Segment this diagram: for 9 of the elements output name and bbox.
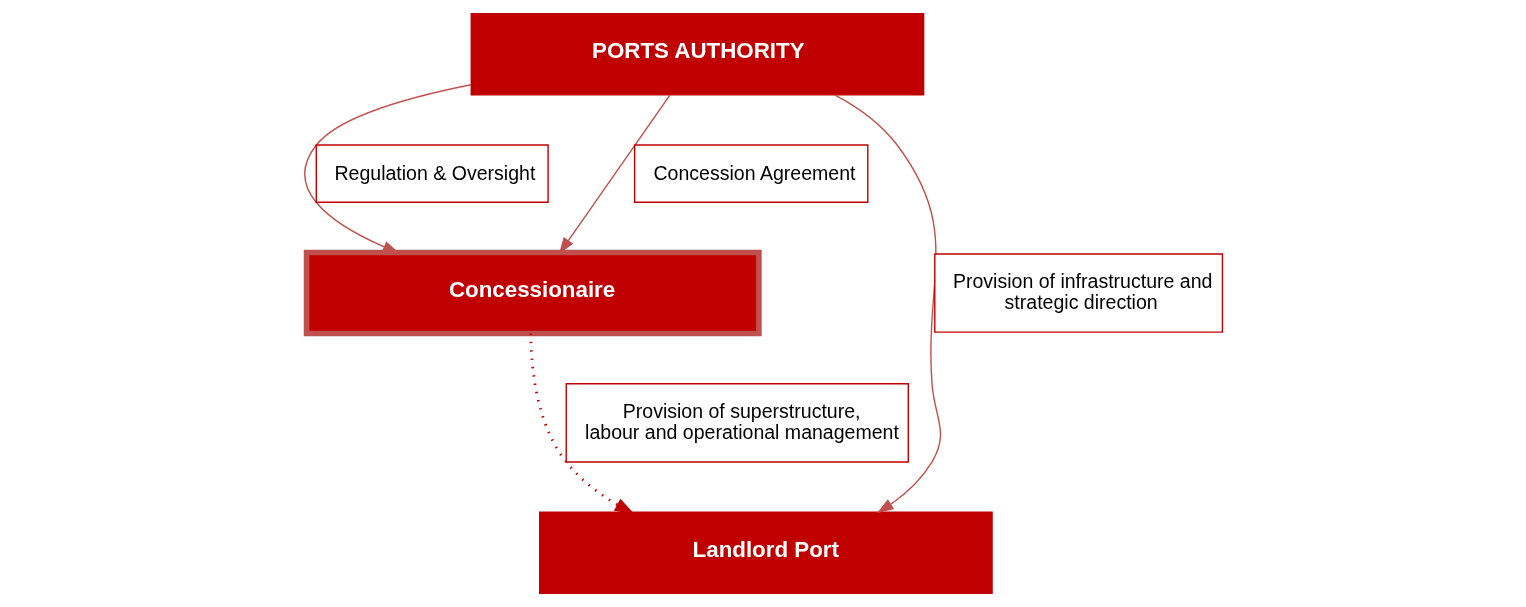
- arrow: [528, 333, 634, 515]
- edge-label: Provision of superstructure, labour and operational management: [584, 399, 899, 443]
- node-box: PORTS AUTHORITY: [470, 13, 924, 96]
- edge-label: Provision of infrastructure and strategic direction: [952, 269, 1212, 313]
- edge-label: Concession Agreement: [652, 161, 855, 184]
- edge-label: Regulation & Oversight: [333, 161, 535, 184]
- node-box: Concessionaire: [303, 249, 762, 337]
- node-box: Landlord Port: [538, 511, 993, 594]
- arrow: [833, 94, 941, 514]
